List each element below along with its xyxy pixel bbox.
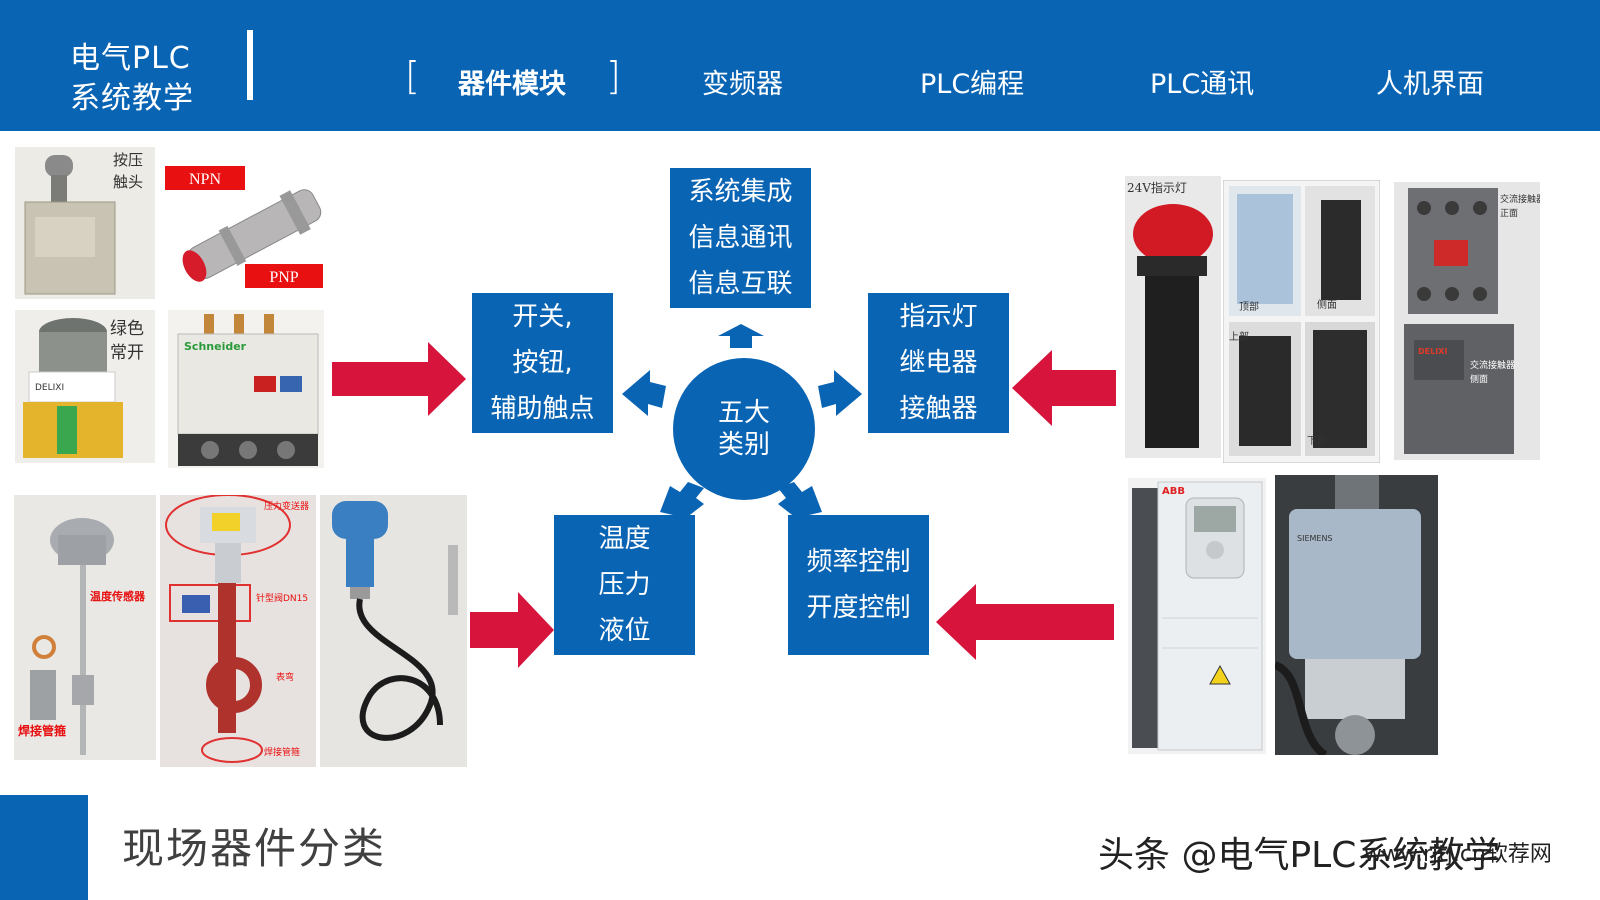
blue-arrow-down-left <box>660 482 704 518</box>
arrow-right-top <box>1012 350 1116 426</box>
photo-temperature-sensor: 温度传感器 焊接管箍 <box>14 495 156 760</box>
box-bottom-right-line: 开度控制 <box>806 593 911 623</box>
overload-brand: Schneider <box>184 340 247 353</box>
pressure-transmitter-label: 压力变送器 <box>264 500 309 512</box>
box-system-integration: 系统集成 信息通讯 信息互联 <box>670 168 811 308</box>
box-bottom-left-line: 压力 <box>598 570 651 600</box>
photo-pushbutton: DELIXI 绿色 常开 <box>15 310 155 463</box>
nav-item-plc-programming[interactable]: PLC编程 <box>920 69 1025 100</box>
photo-overload-relay: Schneider <box>168 310 324 468</box>
photo-indicator-lamp: 24V指示灯 <box>1125 176 1221 458</box>
contactor-side-label-1: 交流接触器 <box>1470 359 1515 371</box>
logo-line1: 电气PLC <box>70 41 191 76</box>
box-left-line: 开关, <box>512 302 573 332</box>
box-indicators-relays: 指示灯 继电器 接触器 <box>868 293 1009 433</box>
relay-label-upper: 上部 <box>1229 330 1249 343</box>
pushbutton-brand: DELIXI <box>35 383 64 393</box>
box-bottom-left-line: 液位 <box>598 616 651 646</box>
box-right-line: 继电器 <box>899 348 978 378</box>
contactor-side-label-2: 侧面 <box>1470 373 1488 385</box>
logo-line2: 系统教学 <box>70 81 194 116</box>
actuator-brand: SIEMENS <box>1297 534 1333 543</box>
blue-arrow-left <box>622 370 666 416</box>
nav-item-inverter[interactable]: 变频器 <box>702 69 783 100</box>
box-right-line: 指示灯 <box>899 302 978 332</box>
indicator-lamp-label: 24V指示灯 <box>1127 180 1187 195</box>
photo-abb-inverter: ABB <box>1128 478 1266 754</box>
active-bracket-right: ] <box>606 54 621 98</box>
blue-arrow-right <box>818 370 862 416</box>
relay-label-top: 顶部 <box>1239 300 1259 313</box>
pushbutton-label-2: 常开 <box>110 343 144 363</box>
footer-accent-block <box>0 795 88 900</box>
active-bracket-left: [ <box>405 54 420 98</box>
arrow-left-top <box>332 342 466 416</box>
npn-label: NPN <box>189 171 221 188</box>
header-bar: 电气PLC 系统教学 [ 器件模块 ] 变频器 PLC编程 PLC通讯 人机界面 <box>0 0 1600 131</box>
box-left-line: 按钮, <box>512 348 573 378</box>
center-label-line1: 五大 <box>717 398 770 428</box>
nav-item-plc-communication[interactable]: PLC通讯 <box>1150 69 1255 100</box>
blue-arrow-down-right <box>778 482 822 518</box>
siphon-label: 表弯 <box>276 671 294 683</box>
box-frequency-opening-control: 频率控制 开度控制 <box>788 515 929 655</box>
box-left-line: 辅助触点 <box>490 394 595 424</box>
nav-item-hmi[interactable]: 人机界面 <box>1376 69 1484 100</box>
watermark-site: www.rjtj.cn软荐网 <box>1364 842 1552 867</box>
limit-switch-label-2: 触头 <box>113 173 143 191</box>
photo-limit-switch: 按压 触头 <box>15 147 155 299</box>
weld-label: 焊接管箍 <box>18 723 66 738</box>
weld-label-2: 焊接管箍 <box>264 746 300 758</box>
watermark: 头条 @电气PLC系统教学 <box>1098 835 1501 876</box>
nav-item-components[interactable]: 器件模块 <box>458 69 566 100</box>
inverter-brand: ABB <box>1162 486 1185 497</box>
pushbutton-label-1: 绿色 <box>110 319 144 339</box>
box-bottom-right-line: 频率控制 <box>806 547 911 577</box>
photo-pressure-transmitter: 压力变送器 针型阀DN15 表弯 焊接管箍 <box>160 495 316 767</box>
box-right-line: 接触器 <box>899 394 978 424</box>
photo-proximity-sensor: NPN PNP <box>163 160 335 290</box>
limit-switch-label-1: 按压 <box>113 151 143 169</box>
arrow-left-bottom <box>470 592 554 668</box>
center-label-line2: 类别 <box>717 430 770 460</box>
arrow-right-bottom <box>936 584 1114 660</box>
photo-contactor: 交流接触器 正面 DELIXI 交流接触器 侧面 <box>1394 182 1540 460</box>
photo-siemens-actuator: SIEMENS <box>1275 475 1438 755</box>
box-top-line: 系统集成 <box>688 177 793 207</box>
page-title: 现场器件分类 <box>122 824 387 873</box>
box-switches-buttons: 开关, 按钮, 辅助触点 <box>472 293 613 433</box>
relay-label-side: 侧面 <box>1317 298 1337 311</box>
pnp-label: PNP <box>269 269 298 286</box>
blue-arrow-up <box>718 324 764 348</box>
contactor-front-label-2: 正面 <box>1500 208 1518 219</box>
needle-valve-label: 针型阀DN15 <box>256 592 308 604</box>
box-temperature-pressure-level: 温度 压力 液位 <box>554 515 695 655</box>
contactor-front-label-1: 交流接触器 <box>1500 193 1540 205</box>
box-bottom-left-line: 温度 <box>598 524 651 554</box>
relay-label-lower: 下部 <box>1307 434 1327 447</box>
photo-relay: 顶部 侧面 上部 下部 <box>1223 180 1380 463</box>
center-category-circle: 五大 类别 <box>673 358 815 500</box>
box-top-line: 信息通讯 <box>688 223 793 253</box>
contactor-brand: DELIXI <box>1418 347 1447 356</box>
photo-level-transmitter <box>320 495 467 767</box>
temp-sensor-label: 温度传感器 <box>90 589 146 603</box>
logo-divider <box>247 30 253 100</box>
box-top-line: 信息互联 <box>688 269 793 299</box>
